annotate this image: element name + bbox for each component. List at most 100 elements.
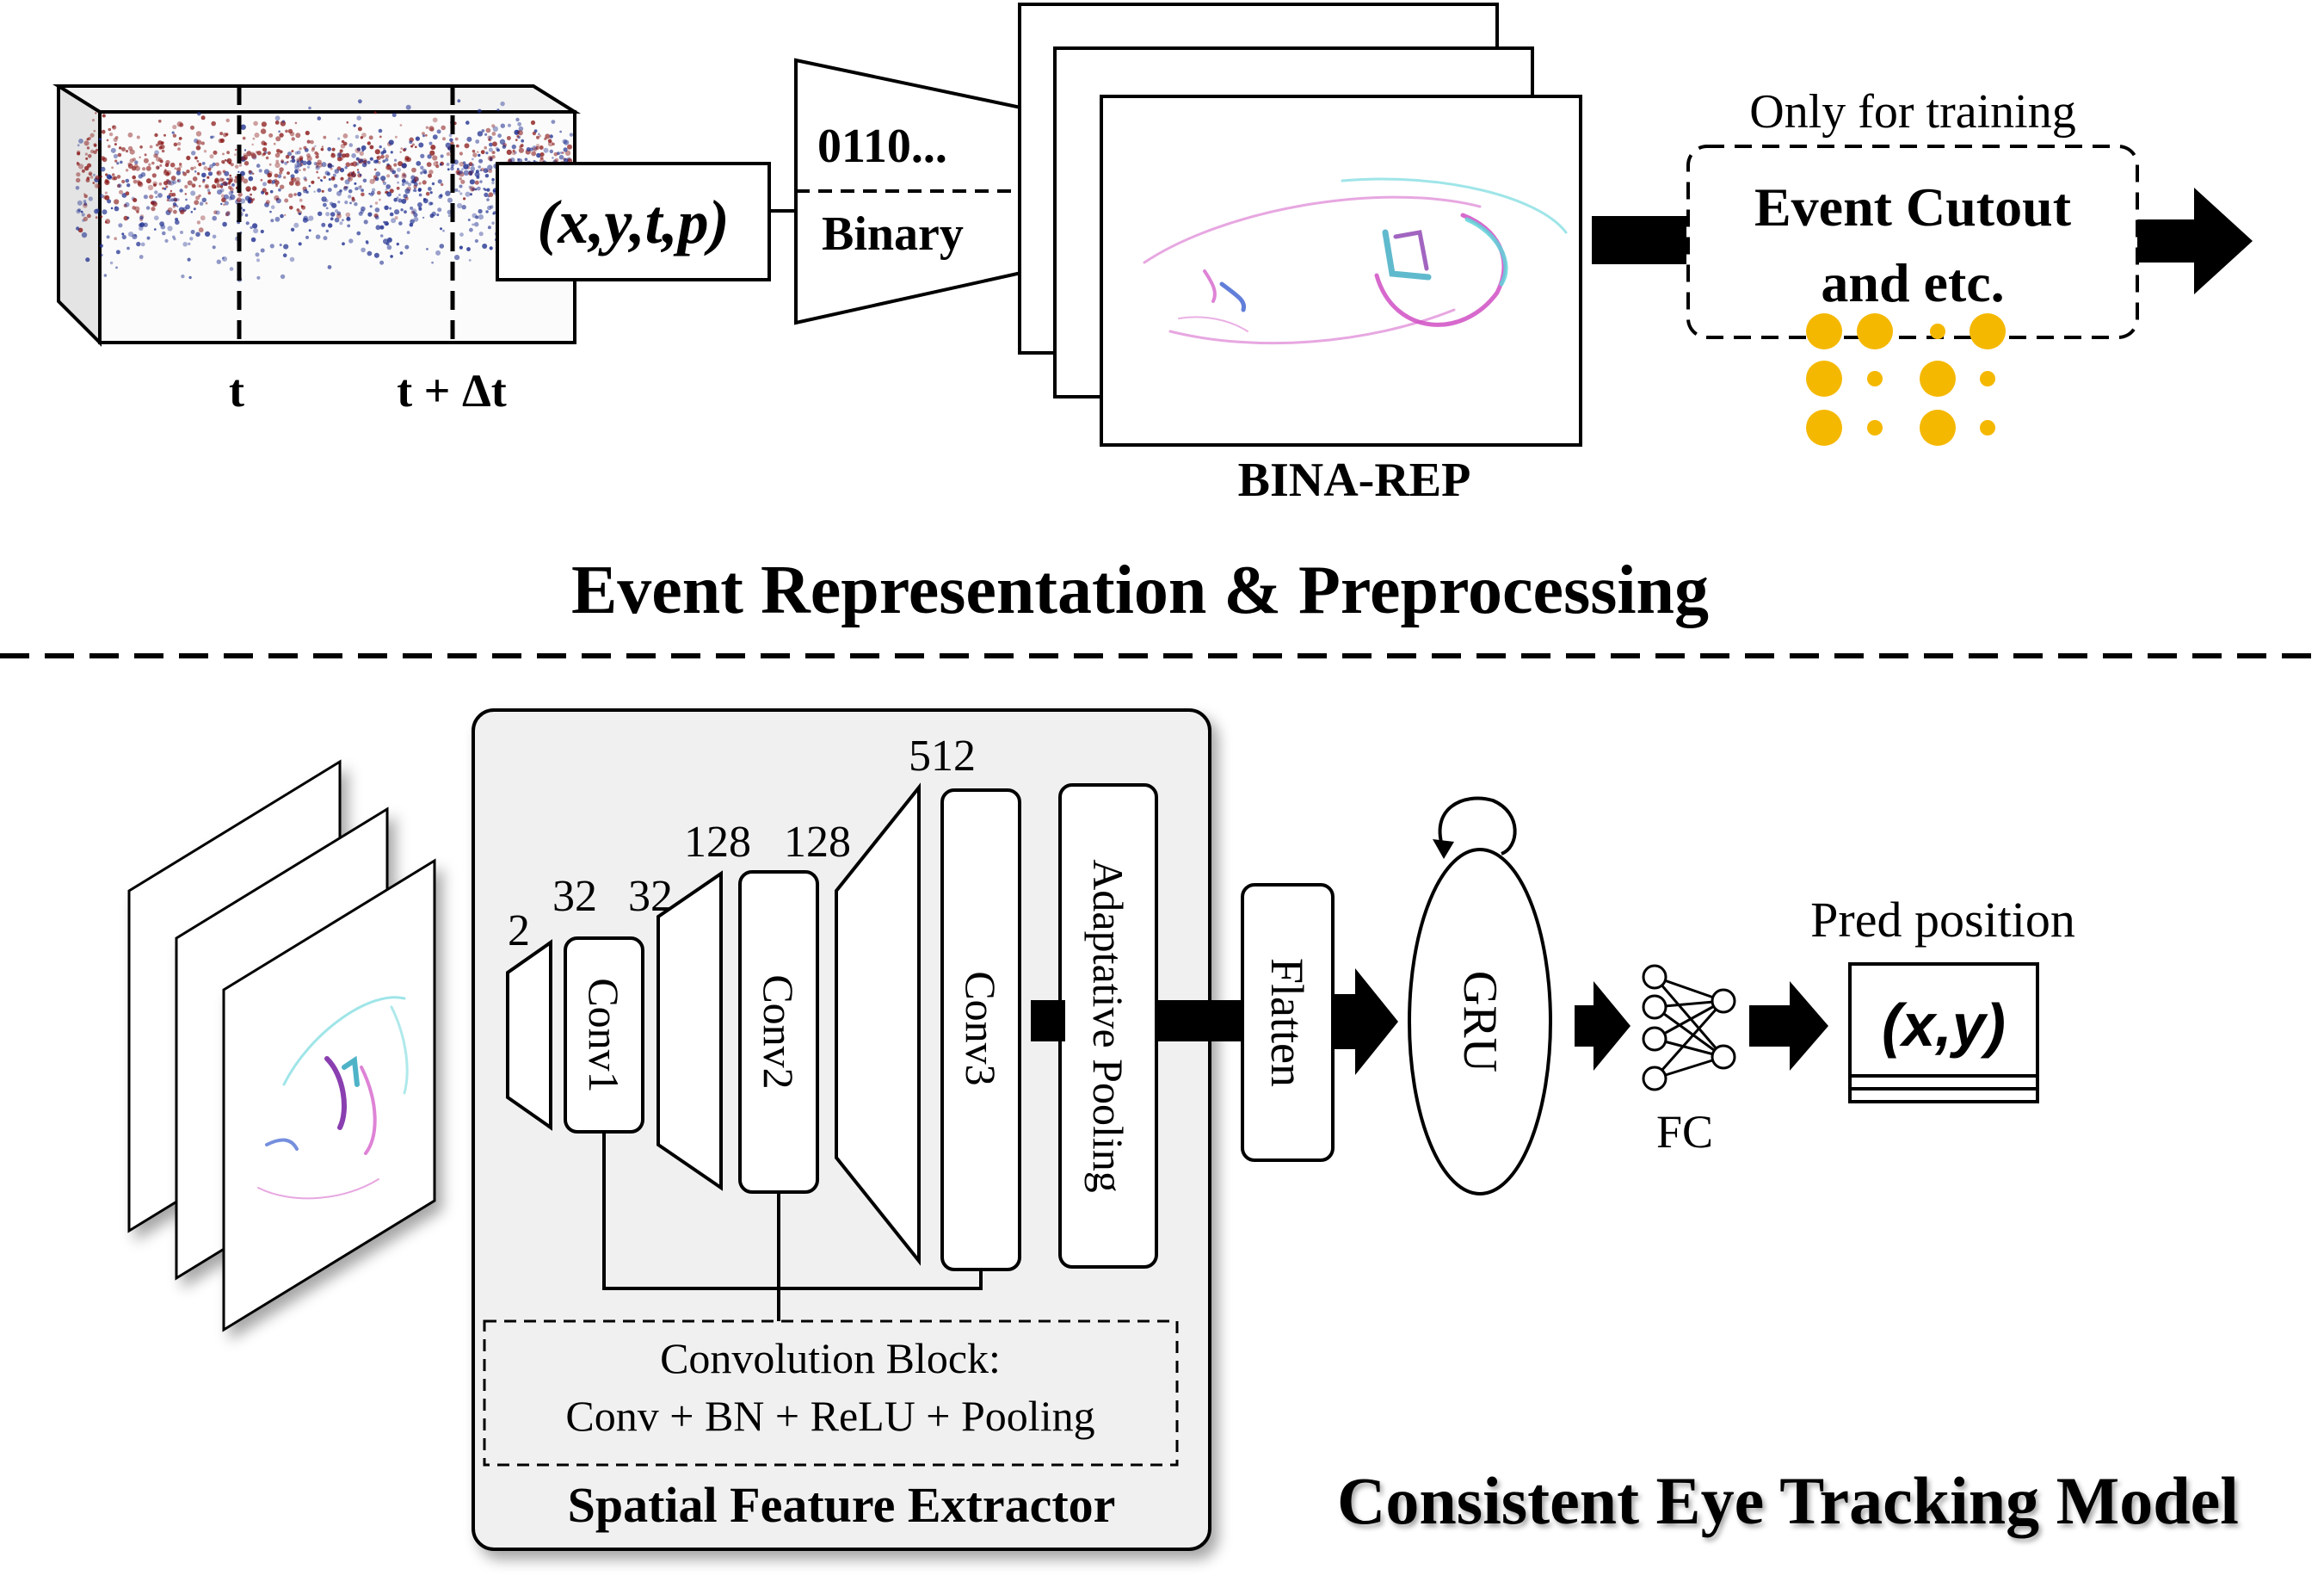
event-point xyxy=(251,143,255,146)
event-point xyxy=(397,167,401,172)
event-point xyxy=(484,174,490,178)
event-point xyxy=(268,133,274,138)
event-point xyxy=(327,265,332,269)
event-point xyxy=(242,136,246,140)
event-point xyxy=(245,186,251,192)
model-title: Consistent Eye Tracking Model xyxy=(1337,1463,2239,1538)
event-point xyxy=(414,188,416,190)
event-point xyxy=(336,213,342,219)
event-point xyxy=(342,219,344,222)
event-point xyxy=(177,147,181,151)
event-point xyxy=(445,190,451,196)
event-point xyxy=(384,205,389,210)
event-point xyxy=(164,163,170,168)
input-frame-stack xyxy=(127,759,436,1332)
event-point xyxy=(172,133,177,138)
event-point xyxy=(143,195,148,200)
event-point xyxy=(289,256,295,263)
event-point xyxy=(358,211,363,216)
event-point xyxy=(413,184,417,189)
event-point xyxy=(159,164,163,167)
event-point xyxy=(367,160,371,164)
event-point xyxy=(450,141,454,145)
event-point xyxy=(346,121,349,124)
event-point xyxy=(321,162,327,168)
event-point xyxy=(441,182,444,187)
event-point xyxy=(134,234,137,237)
event-point xyxy=(172,235,176,239)
event-point xyxy=(200,215,206,221)
event-point xyxy=(165,209,171,215)
event-point xyxy=(156,157,161,162)
event-point xyxy=(190,190,196,196)
channel-128-a: 128 xyxy=(684,818,751,867)
event-point xyxy=(354,182,357,185)
event-point xyxy=(531,151,537,157)
event-point xyxy=(225,118,230,123)
only-training-label: Only for training xyxy=(1749,85,2075,139)
event-point xyxy=(138,182,144,188)
event-point xyxy=(335,209,339,213)
event-point xyxy=(393,163,398,167)
event-point xyxy=(321,196,327,202)
event-point xyxy=(518,126,524,132)
event-point xyxy=(474,238,479,244)
event-point xyxy=(511,144,516,150)
event-point xyxy=(166,195,171,200)
event-point xyxy=(274,120,280,125)
event-point xyxy=(175,217,179,221)
event-point xyxy=(139,255,144,259)
event-point xyxy=(545,133,551,139)
event-point xyxy=(469,227,473,232)
event-point xyxy=(432,155,438,161)
event-point xyxy=(244,195,250,201)
event-point xyxy=(386,174,391,178)
event-point xyxy=(126,246,130,250)
event-point xyxy=(385,154,390,159)
event-point xyxy=(95,216,98,219)
event-point xyxy=(361,149,365,152)
event-point xyxy=(137,180,140,183)
event-point xyxy=(93,129,96,133)
extractor-bar-left xyxy=(1031,1000,1065,1041)
event-point xyxy=(463,170,470,176)
event-point xyxy=(265,156,269,160)
event-point xyxy=(355,157,360,161)
event-point xyxy=(96,148,99,151)
event-point xyxy=(176,198,180,201)
event-point xyxy=(264,191,268,195)
event-point xyxy=(471,158,474,161)
event-point xyxy=(484,133,488,136)
event-point xyxy=(508,123,511,127)
event-point xyxy=(290,177,293,181)
event-point xyxy=(78,139,83,144)
event-point xyxy=(119,146,122,150)
event-point xyxy=(220,182,224,186)
event-point xyxy=(293,222,299,228)
event-point xyxy=(172,180,177,185)
event-point xyxy=(116,183,121,188)
event-point xyxy=(489,142,493,147)
event-point xyxy=(190,230,195,234)
event-point xyxy=(336,156,342,162)
event-point xyxy=(194,200,200,206)
event-point xyxy=(367,250,373,256)
event-point xyxy=(465,120,470,125)
event-point xyxy=(320,179,324,182)
event-point xyxy=(491,124,496,128)
event-point xyxy=(400,147,404,150)
event-point xyxy=(190,211,194,213)
event-point xyxy=(404,188,410,195)
event-point xyxy=(243,152,247,157)
event-point xyxy=(295,133,301,139)
event-point xyxy=(234,164,239,169)
event-point xyxy=(217,189,222,195)
event-tuple-label: (x,y,t,p) xyxy=(537,188,729,256)
event-point xyxy=(116,162,120,165)
event-point xyxy=(315,165,320,170)
event-point xyxy=(91,119,96,122)
event-point xyxy=(492,151,496,154)
event-point xyxy=(118,223,123,228)
event-point xyxy=(380,176,386,182)
event-point xyxy=(374,201,379,205)
